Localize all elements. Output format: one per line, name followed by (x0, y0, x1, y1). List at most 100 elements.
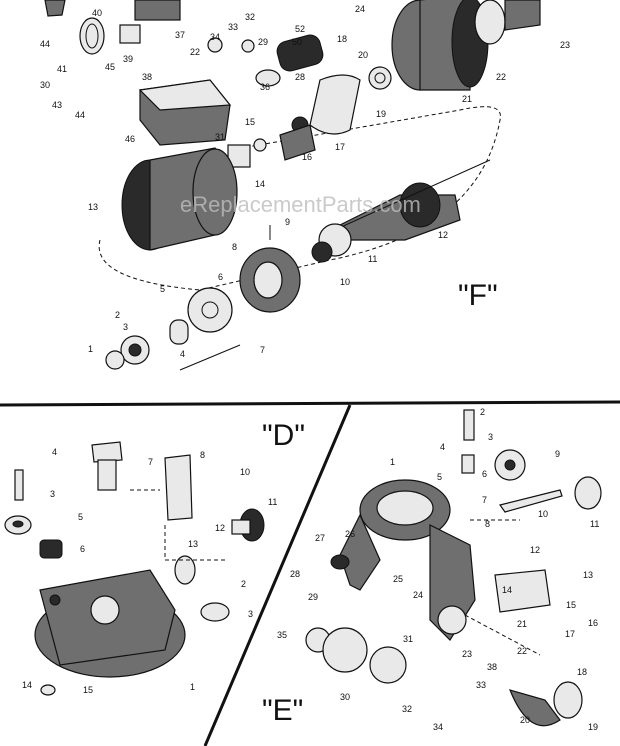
part-number-label: 28 (290, 569, 300, 579)
part-number-label: 41 (57, 64, 67, 74)
part-number-label: 6 (80, 544, 85, 554)
part-number-label: 24 (355, 4, 365, 14)
part-e4-collar (461, 454, 475, 474)
part-number-label: 23 (560, 40, 570, 50)
part-number-label: 4 (180, 349, 185, 359)
part-number-label: 34 (210, 32, 220, 42)
part-e10-lever (498, 489, 563, 513)
part-number-label: 2 (241, 579, 246, 589)
part-number-label: 3 (50, 489, 55, 499)
part-32 (241, 39, 255, 53)
part-number-label: 22 (517, 646, 527, 656)
part-number-label: 50 (292, 37, 302, 47)
part-number-label: 2 (480, 407, 485, 417)
part-1-nut (105, 350, 125, 370)
part-d8-bracket (164, 454, 193, 521)
part-number-label: 4 (440, 442, 445, 452)
part-number-label: 34 (433, 722, 443, 732)
part-22 (255, 69, 281, 87)
section-divider-horizontal (0, 400, 620, 407)
part-number-label: 5 (78, 512, 83, 522)
part-number-label: 33 (228, 22, 238, 32)
part-14-plate (227, 144, 251, 168)
part-number-label: 11 (368, 254, 377, 264)
part-28-sleeve (276, 34, 324, 72)
part-e18-cover (553, 681, 583, 719)
part-number-label: 44 (75, 110, 85, 120)
section-divider-diagonal (203, 404, 352, 746)
section-f-callouts: 44 40 39 37 34 32 33 52 50 28 18 22 29 4… (40, 4, 570, 359)
part-number-label: 1 (190, 682, 195, 692)
part-10-bearing (311, 241, 333, 263)
part-number-label: 13 (88, 202, 98, 212)
part-number-label: 9 (555, 449, 560, 459)
part-e20-guard (508, 689, 561, 727)
part-number-label: 35 (277, 630, 287, 640)
section-e-label: "E" (262, 694, 303, 727)
part-17-cap (279, 124, 316, 161)
part-number-label: 1 (88, 344, 93, 354)
part-number-label: 10 (538, 509, 548, 519)
part-e2-screw (463, 409, 475, 441)
part-number-label: 14 (255, 179, 265, 189)
part-number-label: 14 (502, 585, 512, 595)
part-number-label: 6 (218, 272, 223, 282)
part-number-label: 13 (583, 570, 593, 580)
part-number-label: 52 (295, 24, 305, 34)
part-number-label: 31 (215, 132, 225, 142)
part-number-label: 14 (22, 680, 32, 690)
part-number-label: 29 (308, 592, 318, 602)
part-number-label: 37 (175, 30, 185, 40)
part-number-label: 28 (295, 72, 305, 82)
part-e30-disk (322, 627, 368, 673)
part-number-label: 46 (125, 134, 135, 144)
part-number-label: 30 (340, 692, 350, 702)
part-number-label: 12 (215, 523, 225, 533)
part-44-bracket (44, 0, 66, 17)
part-number-label: 44 (40, 39, 50, 49)
part-20-washer (368, 66, 392, 90)
part-number-label: 10 (240, 467, 250, 477)
part-number-label: 16 (588, 618, 598, 628)
part-number-label: 15 (83, 685, 93, 695)
part-number-label: 38 (487, 662, 497, 672)
part-d6-nut (39, 539, 63, 559)
part-number-label: 31 (403, 634, 413, 644)
section-e: "E" 2 3 4 1 9 (262, 407, 602, 732)
section-d: "D" 4 7 8 10 3 (4, 419, 305, 696)
part-number-label: 13 (188, 539, 198, 549)
part-number-label: 1 (390, 457, 395, 467)
part-number-label: 10 (340, 277, 350, 287)
part-number-label: 27 (315, 533, 325, 543)
part-40-coil-spring (79, 17, 105, 55)
part-number-label: 38 (142, 72, 152, 82)
part-number-label: 8 (200, 450, 205, 460)
part-number-label: 3 (123, 322, 128, 332)
part-number-label: 7 (260, 345, 265, 355)
part-number-label: 22 (190, 47, 200, 57)
part-4-bushing (169, 319, 189, 345)
part-number-label: 3 (488, 432, 493, 442)
section-d-callouts: 4 7 8 10 3 5 11 12 13 6 2 3 1 14 15 (22, 447, 277, 695)
part-number-label: 15 (245, 117, 255, 127)
part-number-label: 39 (123, 54, 133, 64)
part-number-label: 11 (268, 497, 277, 507)
part-top-housing (134, 0, 181, 21)
part-number-label: 8 (485, 519, 490, 529)
part-d7-bolt-head (91, 441, 123, 463)
part-d15-nut (40, 684, 56, 696)
part-number-label: 22 (496, 72, 506, 82)
part-number-label: 17 (565, 629, 575, 639)
part-number-label: 43 (52, 100, 62, 110)
part-number-label: 11 (590, 519, 599, 529)
part-number-label: 7 (482, 495, 487, 505)
part-34 (207, 37, 223, 53)
part-e26-nut (330, 554, 350, 570)
part-d13-knob (174, 555, 196, 585)
part-number-label: 32 (245, 12, 255, 22)
part-number-label: 30 (40, 80, 50, 90)
part-number-label: 8 (232, 242, 237, 252)
part-number-label: 18 (577, 667, 587, 677)
part-number-label: 36 (260, 82, 270, 92)
